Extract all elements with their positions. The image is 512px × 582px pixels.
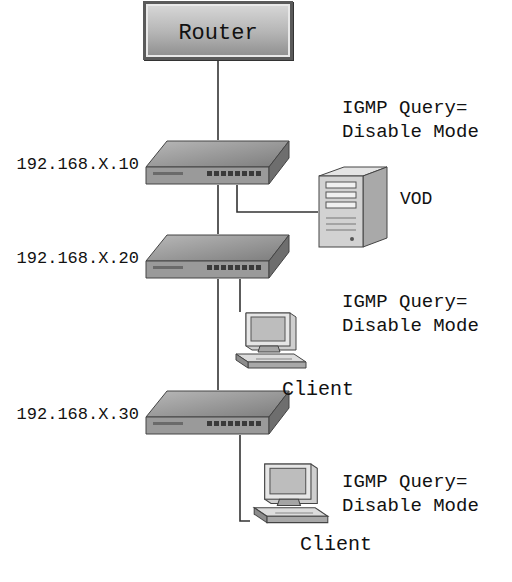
switch-port (256, 265, 261, 270)
switch-port (214, 171, 219, 176)
device-name: Router (146, 4, 290, 63)
network-cable (217, 185, 219, 234)
network-cable (217, 60, 219, 140)
client-node: Client (250, 463, 332, 529)
status-leds (153, 172, 183, 175)
switch-port (221, 421, 226, 426)
mode-note: IGMP Query= Disable Mode (342, 96, 492, 144)
mode-note: IGMP Query= Disable Mode (342, 470, 492, 518)
switch-port (221, 171, 226, 176)
switch-port (256, 421, 261, 426)
mode-note: IGMP Query= Disable Mode (342, 290, 492, 338)
switch-port (228, 265, 233, 270)
switch-port (256, 171, 261, 176)
ip-address: 192.168.X.20 (17, 249, 139, 269)
server-icon (318, 166, 388, 248)
switch-node: 192.168.X.10 (145, 140, 290, 185)
switch-port (249, 421, 254, 426)
network-cable (239, 279, 241, 312)
switch-port (235, 171, 240, 176)
computer-icon (250, 463, 332, 529)
switch-icon (145, 390, 290, 435)
switch-port (242, 171, 247, 176)
ip-address: 192.168.X.10 (17, 155, 139, 175)
switch-port (214, 421, 219, 426)
switch-port (214, 265, 219, 270)
switch-port (207, 421, 212, 426)
switch-icon (145, 234, 290, 279)
device-name: VOD (400, 189, 432, 209)
switch-port (242, 265, 247, 270)
switch-port (235, 265, 240, 270)
switch-port (228, 171, 233, 176)
computer-icon (232, 312, 310, 374)
network-cable (240, 435, 250, 521)
switch-node: 192.168.X.30 (145, 390, 290, 435)
switch-port (249, 171, 254, 176)
switch-icon (145, 140, 290, 185)
server-node: VOD (318, 166, 388, 248)
device-name: Client (282, 378, 354, 401)
switch-port (235, 421, 240, 426)
switch-port (221, 265, 226, 270)
ip-address: 192.168.X.30 (17, 405, 139, 425)
switch-port (242, 421, 247, 426)
switch-port (228, 421, 233, 426)
network-cable (237, 185, 318, 212)
network-cable (217, 279, 219, 390)
client-node: Client (232, 312, 310, 374)
switch-node: 192.168.X.20 (145, 234, 290, 279)
router-box: Router (143, 1, 293, 60)
status-leds (153, 266, 183, 269)
switch-port (207, 171, 212, 176)
switch-port (249, 265, 254, 270)
switch-port (207, 265, 212, 270)
status-leds (153, 422, 183, 425)
device-name: Client (300, 533, 372, 556)
